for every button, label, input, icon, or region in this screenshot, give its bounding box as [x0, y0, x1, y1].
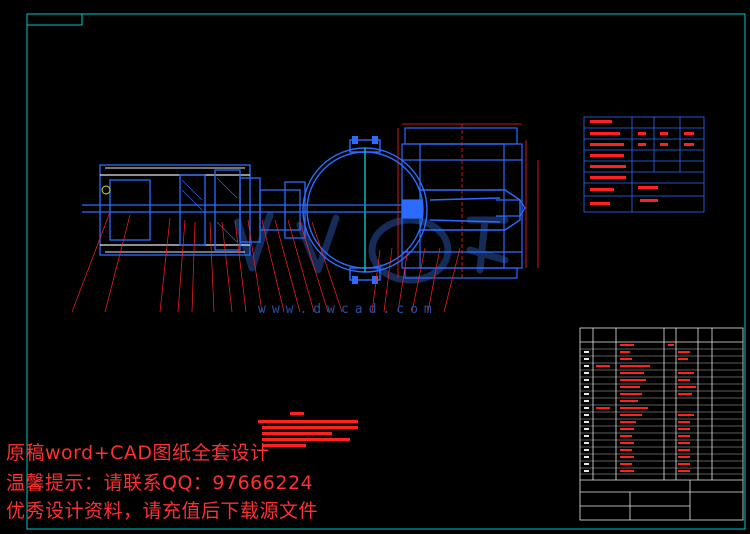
parts-list-table: [579, 327, 744, 521]
parts-list-rows: [580, 348, 743, 475]
watermark-logo: [234, 211, 509, 284]
overlay-line-2: 温馨提示：请联系QQ：97666224: [6, 472, 314, 494]
part-leaders: [71, 211, 461, 313]
valve-body: [302, 139, 521, 281]
tech-requirements-note: [258, 412, 358, 447]
actuator-cylinder: [99, 164, 306, 256]
tech-data-table: [583, 116, 705, 213]
tech-data-text-marks: [590, 120, 694, 205]
overlay-line-1: 原稿word+CAD图纸全套设计: [6, 442, 270, 464]
outer-frame: [26, 13, 746, 530]
valve-stem: [82, 199, 526, 219]
watermark-url: www.dwcad.com: [258, 302, 438, 317]
title-tab: [26, 13, 83, 26]
pipe-flange-dims: [397, 123, 539, 278]
valve-body-bolts: [352, 136, 378, 284]
parts-list-index-marks: [584, 351, 589, 472]
overlay-line-3: 优秀设计资料，请充值后下载源文件: [6, 500, 319, 522]
parts-list-text-marks: [596, 344, 696, 472]
actuator-hatching: [181, 177, 238, 243]
actuator-tie-rods: [101, 167, 245, 253]
